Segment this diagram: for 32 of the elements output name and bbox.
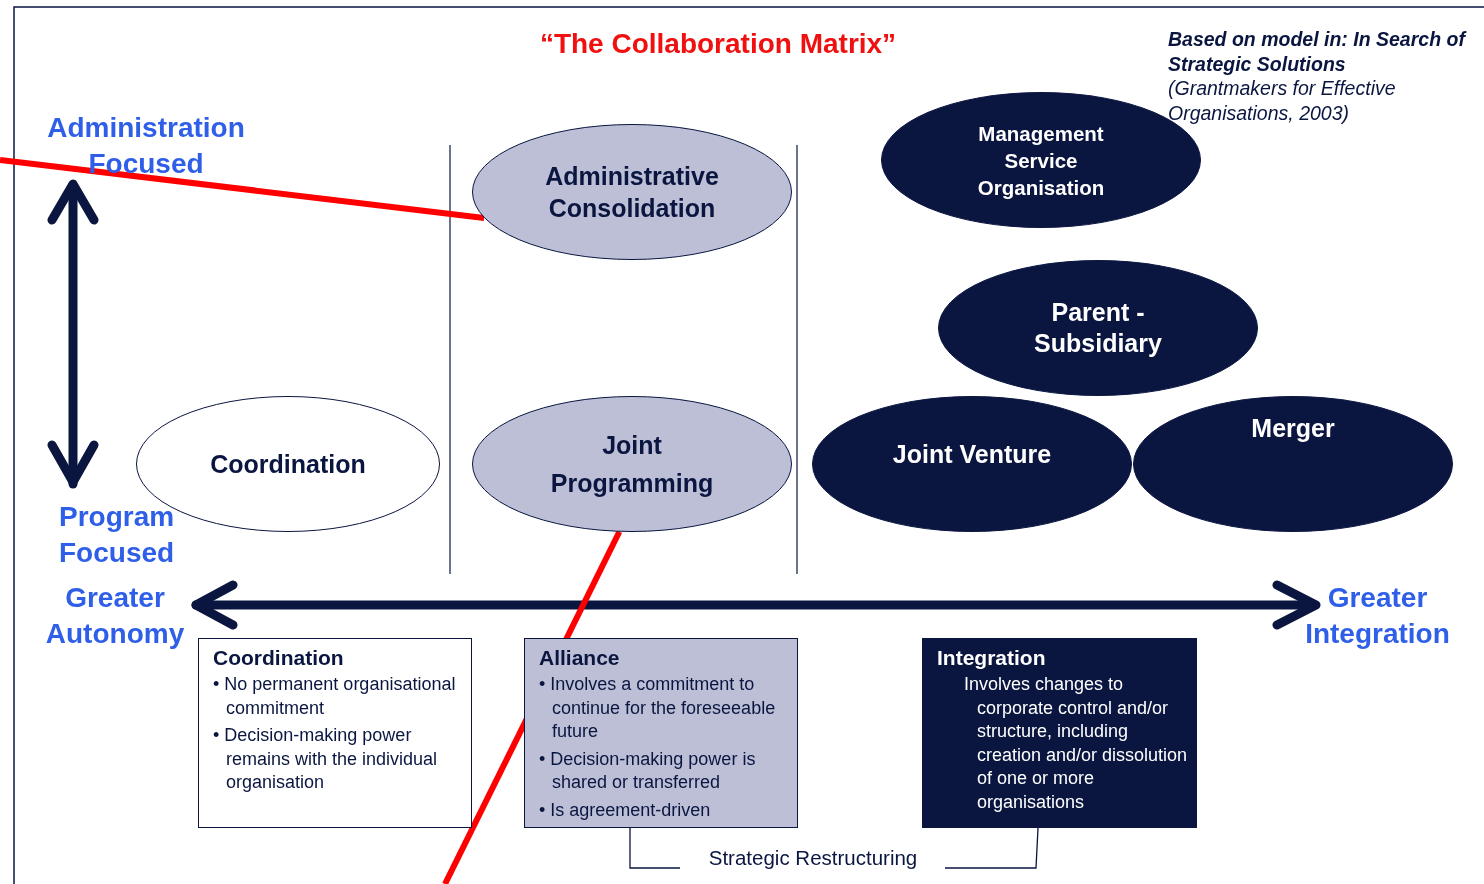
axis-label: Greater Integration — [1304, 581, 1451, 651]
text-panel — [198, 638, 472, 828]
bullet-item: • No permanent organisational commitment — [213, 673, 457, 720]
panel-heading: Alliance — [539, 645, 621, 671]
text-panel — [524, 638, 798, 828]
text-panel — [922, 638, 1197, 828]
node-label: Joint Venture — [891, 439, 1053, 470]
citation-text: Based on model in: In Search of Strategic Solutions — [1168, 27, 1468, 76]
oval-node — [938, 260, 1258, 396]
bullet-item: • Is agreement-driven — [539, 798, 712, 822]
oval-node — [472, 124, 792, 260]
node-label: Merger — [1250, 413, 1336, 444]
bullet-item: • Decision-making power is shared or transferred — [539, 747, 757, 794]
node-label: Coordination — [209, 449, 367, 480]
bullet-item: Involves changes to corporate control and/or structure, including creation and/or dissolution of one or more organisations — [964, 673, 1189, 814]
annotation-line — [0, 157, 485, 221]
bullet-item: • Involves a commitment to continue for the foreseeable future — [539, 673, 777, 743]
node-label: Management Service Organisation — [976, 120, 1106, 201]
node-label: Joint Programming — [549, 430, 715, 499]
node-label: Administrative Consolidation — [544, 161, 720, 224]
oval-node — [472, 396, 792, 532]
bullet-item: • Decision-making power remains with the individual organisation — [213, 724, 439, 794]
panel-heading: Integration — [937, 645, 1047, 671]
title: “The Collaboration Matrix” — [538, 27, 898, 61]
axis-label: Program Focused — [59, 500, 176, 570]
citation-text: (Grantmakers for Effective Organisations, 2003) — [1168, 76, 1397, 125]
panel-heading: Coordination — [213, 645, 345, 671]
axis-label: Greater Autonomy — [44, 581, 186, 651]
axis-label: Administration Focused — [46, 111, 246, 181]
oval-node — [1133, 396, 1453, 532]
oval-node — [812, 396, 1132, 532]
node-label: Parent - Subsidiary — [1033, 297, 1163, 359]
